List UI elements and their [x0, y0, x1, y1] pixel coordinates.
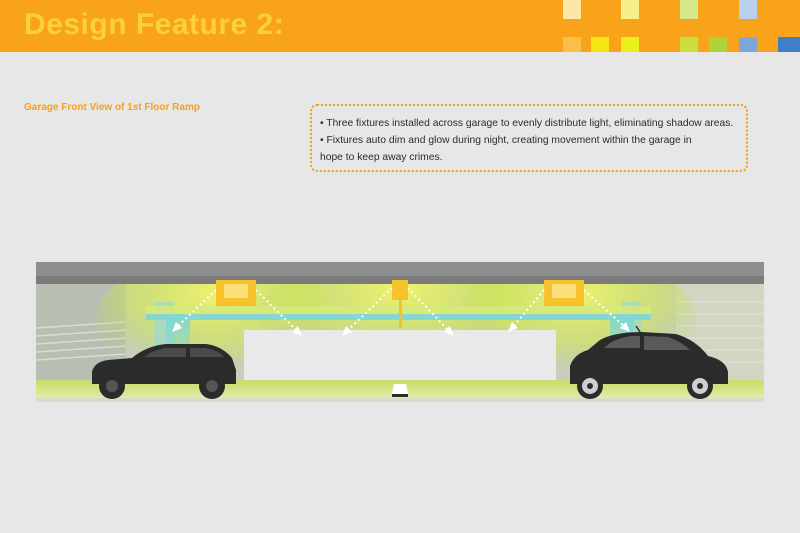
page-title: Design Feature 2:	[24, 8, 285, 41]
swatch-green	[680, 0, 698, 19]
light-distribution-arrows	[175, 287, 627, 333]
floor-marking-shadow	[392, 394, 408, 397]
swatch-yellow	[621, 0, 639, 19]
note-line-3: hope to keep away crimes.	[320, 152, 443, 163]
arrow-heads	[172, 322, 630, 336]
note-line-2: • Fixtures auto dim and glow during nigh…	[320, 135, 692, 146]
car-right	[570, 325, 728, 399]
color-swatches	[563, 0, 800, 52]
swatch-orange-light	[563, 37, 581, 52]
section-subtitle: Garage Front View of 1st Floor Ramp	[24, 102, 200, 113]
car-left	[92, 344, 236, 399]
floor-marking	[392, 384, 408, 394]
swatch-blue-2	[739, 37, 757, 52]
garage-illustration	[36, 262, 764, 402]
floor-edge	[36, 398, 764, 402]
fixture-right	[544, 280, 584, 306]
note-line-1: • Three fixtures installed across garage…	[320, 118, 734, 129]
fixture-left	[216, 280, 256, 306]
rear-opening	[244, 330, 556, 380]
swatch-yellow-3	[621, 37, 639, 52]
swatch-blue-3	[778, 37, 800, 52]
fixture-center	[392, 280, 408, 328]
header-bar: Design Feature 2:	[0, 0, 800, 52]
swatch-green-3	[709, 37, 727, 52]
notes-box: • Three fixtures installed across garage…	[310, 104, 748, 172]
swatch-green-2	[680, 37, 698, 52]
swatch-orange	[563, 0, 581, 19]
swatch-blue	[739, 0, 757, 19]
swatch-yellow-2	[591, 37, 609, 52]
cyan-strip	[146, 314, 651, 320]
